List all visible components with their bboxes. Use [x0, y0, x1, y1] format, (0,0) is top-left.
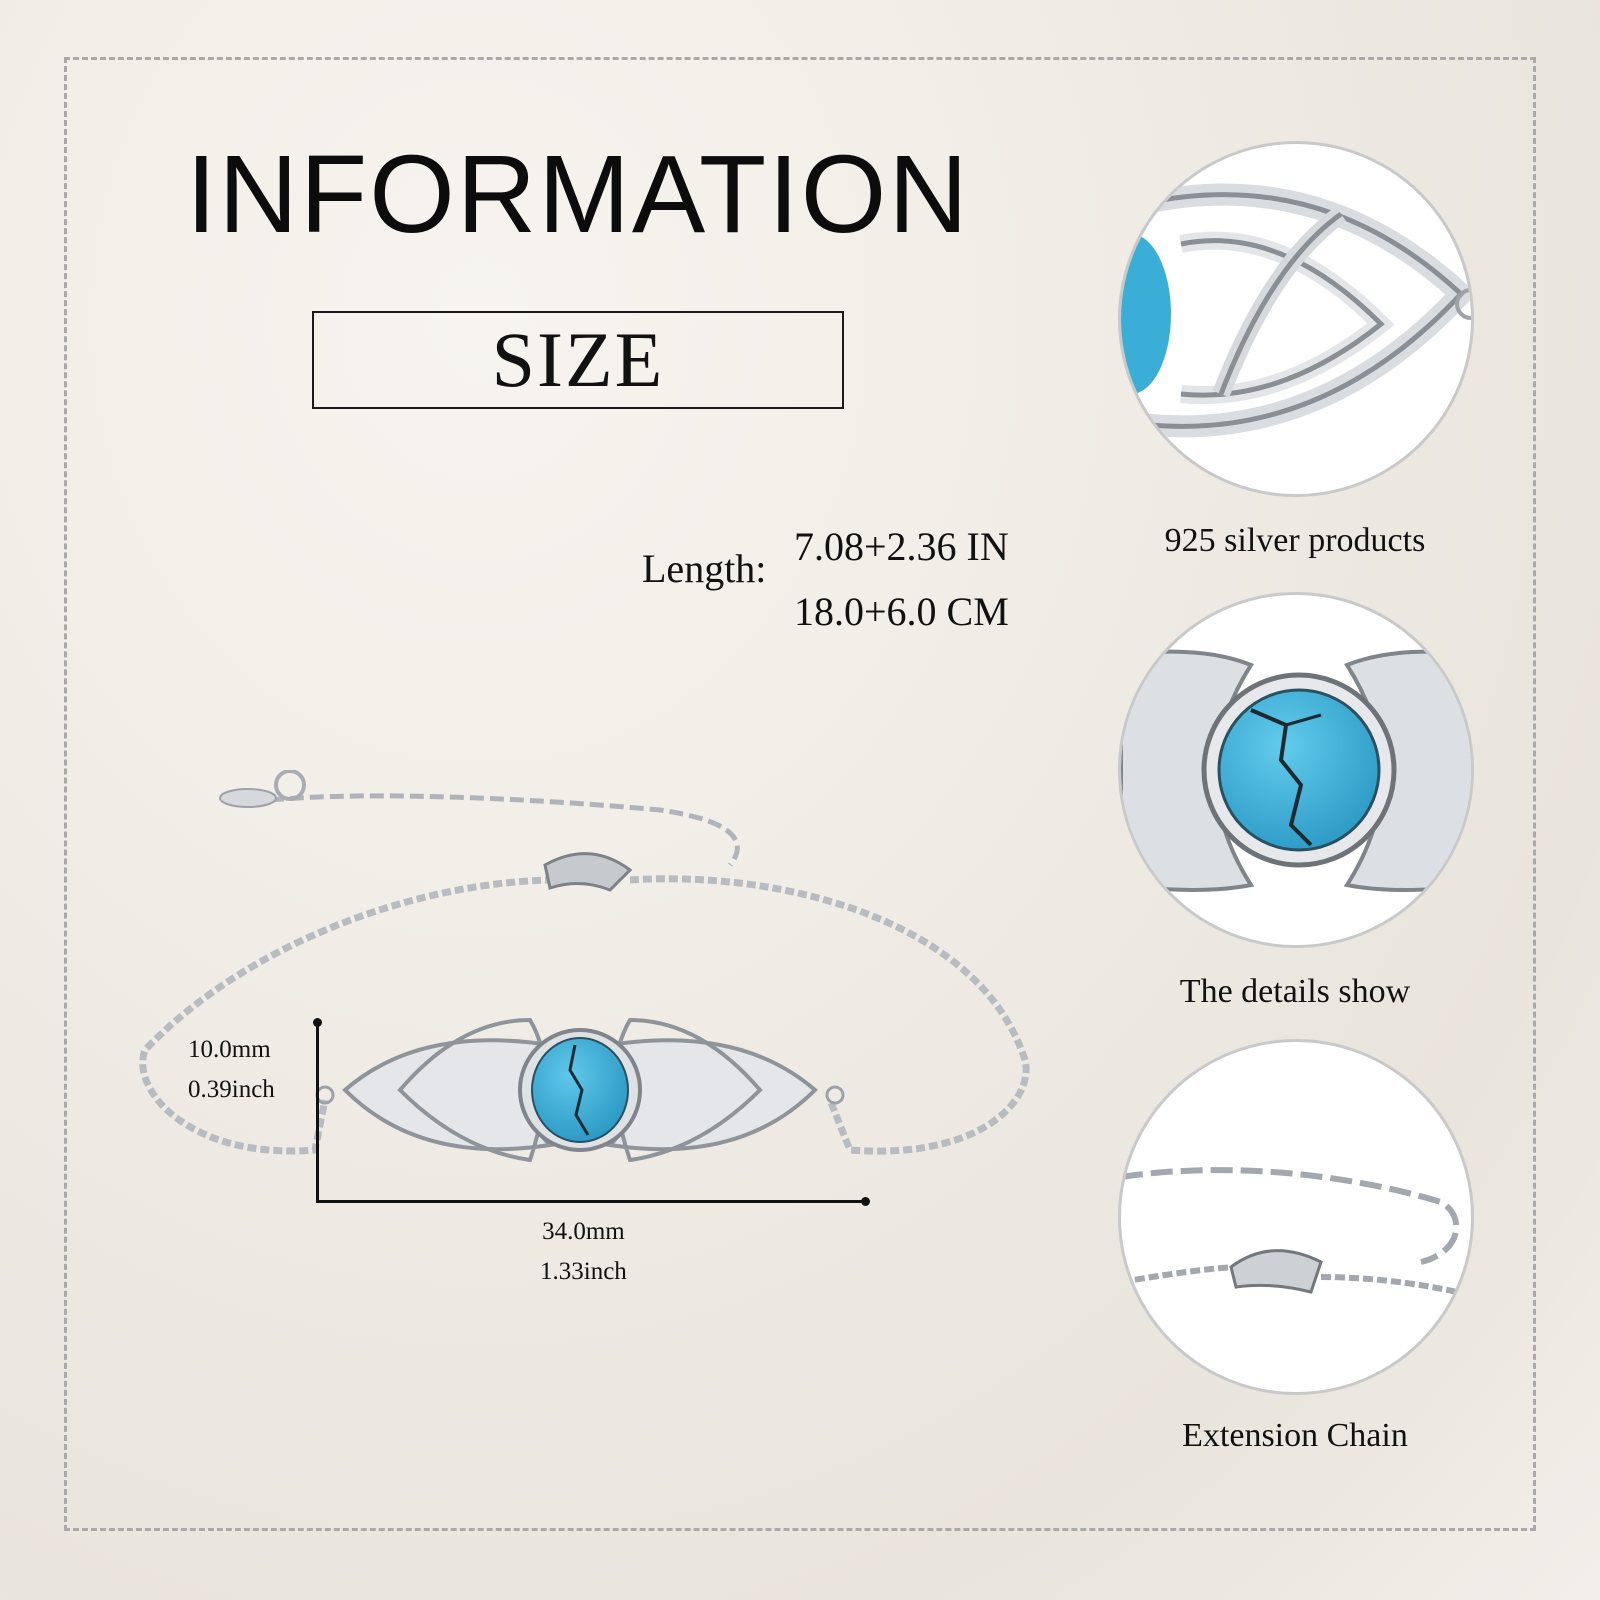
height-line-endpoint — [313, 1018, 322, 1027]
length-label: Length: — [642, 546, 767, 591]
dashed-frame — [64, 57, 1536, 1531]
height-inch: 0.39inch — [188, 1076, 275, 1103]
caption-silver: 925 silver products — [1164, 522, 1426, 559]
size-label: SIZE — [491, 316, 665, 403]
length-centimeters: 18.0+6.0 CM — [794, 589, 1009, 634]
detail-image-extension-chain — [1118, 1039, 1474, 1395]
length-inches: 7.08+2.36 IN — [794, 524, 1009, 569]
height-dimension-line — [316, 1022, 319, 1202]
width-dimension: 34.0mm 1.33inch — [540, 1212, 627, 1292]
detail-image-turquoise-stone — [1118, 592, 1474, 948]
width-line-endpoint — [861, 1197, 870, 1206]
width-dimension-line — [316, 1200, 866, 1203]
bracelet-image — [139, 770, 1030, 1163]
height-dimension: 10.0mm 0.39inch — [188, 1030, 275, 1110]
width-inch: 1.33inch — [540, 1258, 627, 1285]
caption-details: The details show — [1179, 973, 1411, 1010]
page-title: INFORMATION — [186, 133, 970, 256]
height-mm: 10.0mm — [188, 1036, 271, 1063]
width-mm: 34.0mm — [542, 1218, 625, 1245]
caption-extension-chain: Extension Chain — [1182, 1417, 1408, 1454]
detail-image-celtic-knot — [1118, 141, 1474, 497]
size-section-box: SIZE — [312, 311, 844, 409]
